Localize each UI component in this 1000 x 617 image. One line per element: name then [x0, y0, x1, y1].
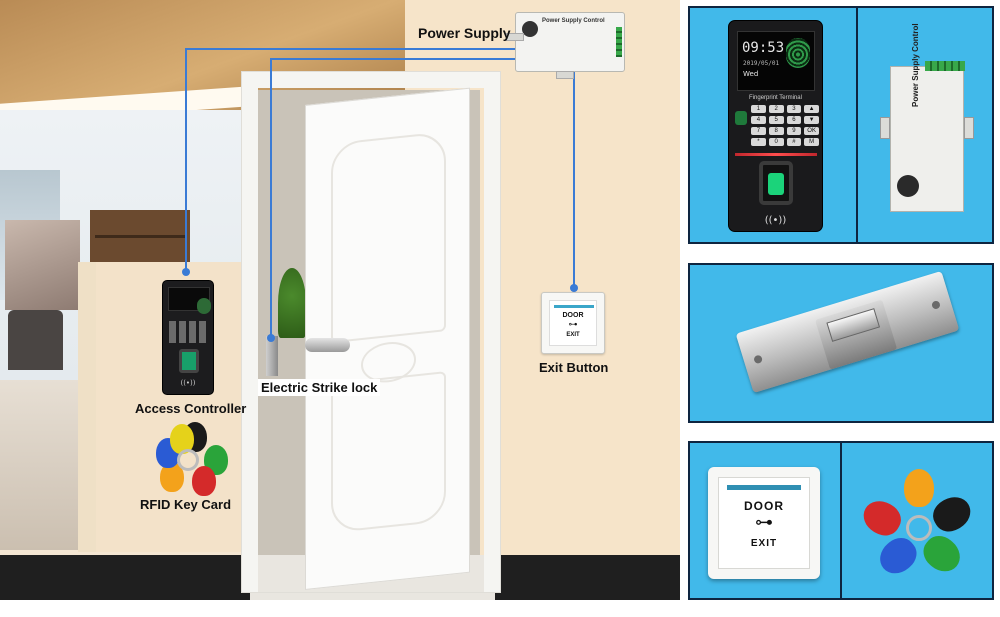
wire-lock-drop	[270, 58, 272, 338]
label-access-controller: Access Controller	[135, 401, 247, 416]
keypad-key: ▲	[804, 105, 819, 113]
key-icon: ⊶	[568, 319, 578, 329]
keypad-key: #	[786, 138, 802, 146]
door-panel-top	[331, 131, 446, 344]
wire-node-controller	[182, 268, 190, 276]
wire-psu-controller-top	[185, 48, 517, 50]
office-chair	[8, 310, 63, 370]
hand-logo-icon	[897, 175, 919, 197]
power-supply-title: Power Supply Control	[542, 18, 605, 24]
keypad: 1 2 3 ▲ 4 5 6 ▼ 7 8 9 OK * 0 # M	[751, 105, 819, 146]
keypad-key: 1	[751, 105, 766, 113]
wire-node-lock	[267, 334, 275, 342]
exit-exit-text: EXIT	[750, 538, 778, 549]
fingerprint-icon	[786, 38, 810, 68]
exit-button-face: DOOR ⊶ EXIT	[549, 300, 597, 346]
wire-psu-lock-top	[270, 58, 517, 60]
exit-button-indicator	[727, 485, 801, 490]
keypad-key: 5	[768, 116, 784, 124]
keypad-key: 4	[751, 116, 766, 124]
partition-wall	[78, 262, 250, 552]
rfid-fob-black	[927, 490, 977, 538]
fingerprint-icon	[197, 298, 211, 314]
panel-power-supply: Power Supply Control	[856, 6, 994, 244]
label-electric-strike-lock: Electric Strike lock	[258, 379, 381, 396]
panel-electric-strike-lock	[688, 263, 994, 423]
power-supply-label: Power Supply Control	[911, 23, 920, 107]
screw-hole	[753, 354, 764, 365]
exit-door-text: DOOR	[744, 499, 784, 513]
keypad-key: 6	[786, 116, 802, 124]
exit-button-unit: DOOR ⊶ EXIT	[541, 292, 605, 354]
keypad-key: 0	[768, 138, 784, 146]
access-controller-unit: ((•))	[162, 280, 214, 395]
key-icon: ⊶	[755, 512, 773, 532]
keypad-key: ▼	[804, 116, 819, 124]
terminal-block	[616, 27, 622, 57]
exit-button-face: DOOR ⊶ EXIT	[718, 477, 810, 569]
controller-display: 09:53 2019/05/01 Wed	[737, 31, 815, 91]
exit-door-text: DOOR	[562, 312, 584, 319]
door-frame	[242, 72, 500, 592]
panel-exit-button: DOOR ⊶ EXIT	[688, 441, 842, 600]
mount-tab	[556, 71, 574, 79]
screw-hole	[930, 299, 941, 310]
keypad-key: 7	[751, 127, 766, 135]
exit-button-indicator	[554, 305, 594, 308]
mount-tab	[506, 33, 524, 41]
wire-node-exit	[570, 284, 578, 292]
panel-access-controller: 09:53 2019/05/01 Wed Fingerprint Termina…	[688, 6, 858, 244]
key-ring	[177, 449, 199, 471]
exit-button-closeup: DOOR ⊶ EXIT	[708, 467, 820, 579]
installation-scene: Power Supply Control Power Supply ((•)) …	[0, 0, 680, 600]
mount-tab	[880, 117, 890, 139]
power-supply-unit: Power Supply Control	[506, 12, 625, 79]
label-power-supply: Power Supply	[418, 25, 511, 41]
strike-plate	[266, 336, 278, 376]
keypad-key: 9	[786, 127, 802, 135]
panel-rfid-key-cards	[840, 441, 994, 600]
keypad-key: 2	[768, 105, 784, 113]
power-supply-closeup: Power Supply Control	[880, 23, 974, 212]
label-rfid-key-card: RFID Key Card	[140, 497, 232, 512]
wall-painting	[5, 220, 80, 310]
fingerprint-sensor	[179, 349, 199, 373]
key-ring	[906, 515, 932, 541]
bookshelf	[90, 210, 190, 265]
display-time: 09:53	[742, 40, 785, 56]
rfid-fob-orange	[904, 469, 934, 507]
keypad-key: *	[751, 138, 766, 146]
keypad-key: 3	[786, 105, 802, 113]
electric-strike-closeup	[735, 270, 960, 394]
hand-logo-icon	[522, 21, 538, 37]
rfid-icon: ((•))	[764, 215, 787, 226]
display-day: Wed	[743, 70, 759, 78]
keypad	[169, 321, 209, 343]
display-date: 2019/05/01	[743, 60, 780, 67]
device-brand: Fingerprint Terminal	[749, 95, 802, 101]
bell-icon	[735, 111, 747, 125]
keypad-key: 8	[768, 127, 784, 135]
mount-tab	[964, 117, 974, 139]
potted-plant	[278, 268, 306, 338]
wire-exit-drop	[573, 72, 575, 287]
access-controller-closeup: 09:53 2019/05/01 Wed Fingerprint Termina…	[728, 20, 823, 232]
status-led-strip	[735, 153, 817, 156]
fingerprint-sensor	[759, 161, 793, 205]
rfid-icon: ((•))	[180, 379, 196, 387]
controller-screen	[168, 287, 211, 314]
door-handle	[305, 338, 350, 352]
exit-exit-text: EXIT	[566, 332, 580, 338]
label-exit-button: Exit Button	[539, 360, 609, 375]
rfid-fob-red	[857, 494, 907, 542]
rfid-fob-red	[192, 466, 216, 496]
wire-controller-drop	[185, 48, 187, 273]
keypad-key: OK	[804, 127, 819, 135]
terminal-block	[925, 61, 965, 71]
keypad-key: M	[804, 138, 819, 146]
